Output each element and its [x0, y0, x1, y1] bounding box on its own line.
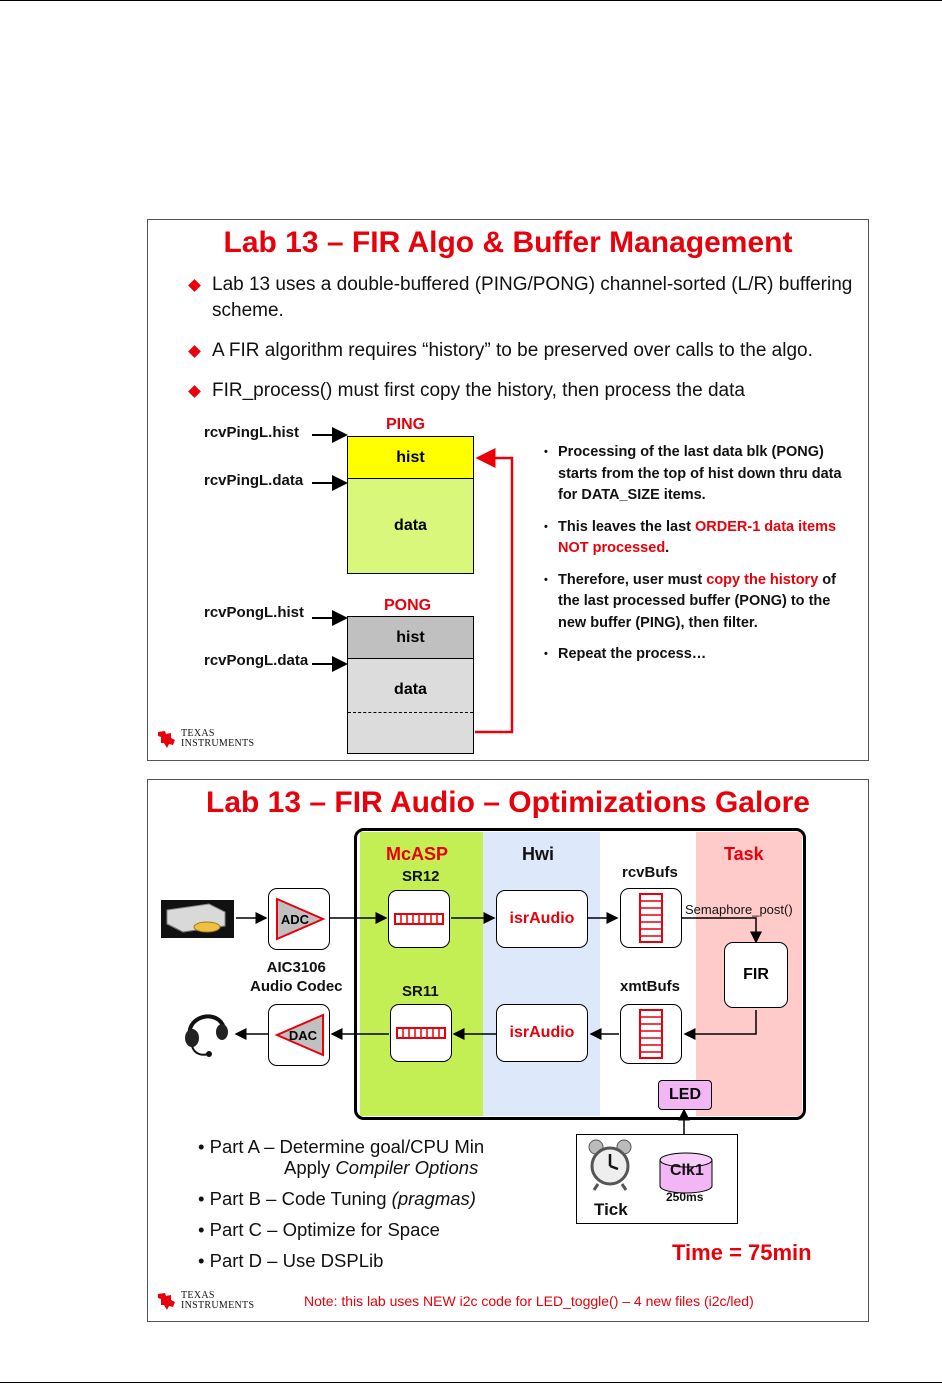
copy-history-red-arrow — [475, 448, 514, 734]
codec-label: AIC3106 Audio Codec — [250, 959, 343, 995]
dac-label: DAC — [288, 1027, 318, 1043]
part-c-item: • Part C – Optimize for Space — [198, 1219, 440, 1240]
ping-hist-pointer-label: rcvPingL.hist — [204, 424, 300, 441]
pong-data-dashed-divider — [348, 712, 473, 713]
mcasp-column — [360, 832, 483, 1116]
adc-block: ADC — [268, 888, 330, 950]
sr12-serializer — [388, 890, 450, 948]
fir-to-xmtbufs-line — [683, 1010, 757, 1040]
slide-fir-buffer-management: Lab 13 – FIR Algo & Buffer Management La… — [147, 219, 869, 761]
ping-data-pointer-label: rcvPingL.data — [204, 472, 304, 489]
xmtbufs-block — [620, 1004, 682, 1064]
dac-block: DAC — [268, 1004, 330, 1066]
ping-label: PING — [386, 416, 426, 433]
slide1-title: Lab 13 – FIR Algo & Buffer Management — [223, 226, 793, 259]
semaphore-label: Semaphore_post() — [685, 902, 793, 917]
bullet-item: Lab 13 uses a double-buffered (PING/PONG… — [186, 272, 856, 324]
clk-period-label: 250ms — [666, 1190, 704, 1204]
headset-icon — [185, 1014, 228, 1057]
xmtbufs-label: xmtBufs — [620, 978, 681, 995]
ping-hist-block: hist — [347, 436, 474, 479]
lab-note: Note: this lab uses NEW i2c code for LED… — [304, 1293, 754, 1309]
hwi-column-label: Hwi — [522, 844, 555, 864]
pong-data-block: data — [347, 658, 474, 754]
hwi-column — [483, 832, 600, 1116]
xmtbufs-stack-icon — [639, 1009, 663, 1059]
ti-state-logo-icon — [158, 731, 175, 748]
buffer-diagram-arrows — [312, 427, 514, 734]
rcvbufs-block — [620, 888, 682, 948]
slide2-title: Lab 13 – FIR Audio – Optimizations Galor… — [206, 786, 810, 819]
ti-state-logo-icon — [158, 1293, 175, 1310]
sr12-label: SR12 — [402, 868, 440, 885]
sr11-shift-register-icon — [396, 1027, 446, 1039]
note-item: This leaves the last ORDER-1 data items … — [536, 517, 856, 560]
rcvbufs-label: rcvBufs — [622, 864, 678, 881]
ping-data-block: data — [347, 478, 474, 574]
adc-triangle-icon — [276, 897, 326, 941]
bullet-item: A FIR algorithm requires “history” to be… — [186, 338, 856, 364]
cd-drive-graphic — [166, 903, 226, 933]
pong-hist-block: hist — [347, 616, 474, 659]
sr11-label: SR11 — [402, 983, 439, 1000]
task-column-label: Task — [724, 844, 764, 864]
rcvbufs-stack-icon — [639, 893, 663, 943]
alarm-clock-icon — [588, 1139, 632, 1191]
sr11-serializer — [390, 1004, 452, 1062]
adc-label: ADC — [280, 911, 310, 927]
semaphore-line — [682, 917, 762, 944]
note-item: Therefore, user must copy the history of… — [536, 570, 856, 635]
data-flow-arrows — [234, 912, 762, 1136]
process-notes: Processing of the last data blk (PONG) s… — [536, 442, 856, 676]
cd-drive-icon — [161, 900, 234, 938]
led-block: LED — [658, 1080, 712, 1110]
slide-fir-audio-optimizations: Lab 13 – FIR Audio – Optimizations Galor… — [147, 779, 869, 1322]
mcasp-column-label: McASP — [386, 844, 449, 864]
isr-audio-bottom: isrAudio — [496, 1004, 588, 1062]
clk-label: Clk1 — [670, 1162, 704, 1179]
part-d-item: • Part D – Use DSPLib — [198, 1250, 384, 1271]
pong-data-label: data — [394, 681, 427, 698]
isr-audio-top: isrAudio — [496, 890, 588, 948]
sr12-shift-register-icon — [394, 913, 444, 925]
time-estimate: Time = 75min — [672, 1240, 812, 1265]
note-item: Repeat the process… — [536, 644, 856, 666]
pong-label: PONG — [384, 597, 432, 614]
note-item: Processing of the last data blk (PONG) s… — [536, 442, 856, 507]
clk-cylinder-icon — [659, 1152, 713, 1194]
pong-hist-pointer-label: rcvPongL.hist — [204, 604, 305, 621]
part-b-item: • Part B – Code Tuning (pragmas) — [198, 1188, 476, 1209]
fir-task-block: FIR — [724, 942, 788, 1008]
bullet-item: FIR_process() must first copy the histor… — [186, 378, 856, 404]
dac-triangle-icon — [274, 1013, 324, 1057]
tick-label: Tick — [594, 1200, 628, 1219]
slide1-bullets: Lab 13 uses a double-buffered (PING/PONG… — [186, 272, 856, 418]
pong-data-pointer-label: rcvPongL.data — [204, 652, 309, 669]
bottom-rule — [0, 1382, 942, 1383]
dsp-boundary — [354, 828, 806, 1120]
top-rule — [0, 0, 942, 1]
